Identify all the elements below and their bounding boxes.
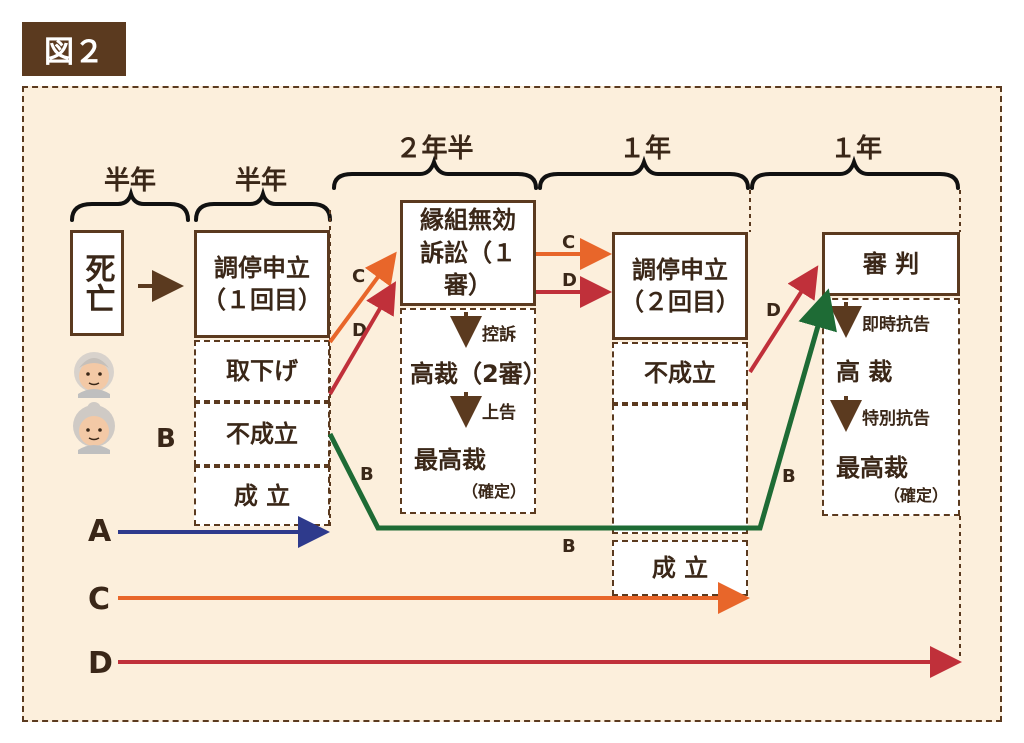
supreme-court-label-1: 最高裁 xyxy=(414,446,486,474)
stage2-success-label: 成 立 xyxy=(651,553,709,582)
mediation-1-sub: （１回目） xyxy=(202,286,322,314)
route-d-branch-1 xyxy=(328,281,397,396)
lawsuit-box: 縁組無効 訴訟（１審） xyxy=(400,200,536,306)
elderly-woman-icon xyxy=(73,402,115,454)
death-label: 死亡 xyxy=(79,253,115,313)
mediation-2-title: 調停申立 xyxy=(632,255,728,284)
confirmed-label-1: （確定） xyxy=(462,482,527,501)
mediation-2-box: 調停申立 （２回目） xyxy=(612,232,748,340)
route-c-label-small-2: C xyxy=(562,232,576,253)
death-box: 死亡 xyxy=(70,230,124,336)
elderly-man-icon xyxy=(74,352,114,398)
mediation-1-box: 調停申立 （１回目） xyxy=(194,230,330,338)
route-b-line xyxy=(327,288,837,531)
period-label-2: 半年 xyxy=(234,166,287,196)
withdraw-label: 取下げ xyxy=(226,356,298,385)
route-b-label-small-3: B xyxy=(782,466,796,487)
route-b-label-small-2: B xyxy=(562,536,576,557)
high-court-label-2: 高 裁 xyxy=(836,358,893,386)
stage2-fail-box: 不成立 xyxy=(612,342,748,404)
ruling-title: 審 判 xyxy=(862,249,920,278)
route-d-label: D xyxy=(88,646,113,681)
route-d-label-small-2: D xyxy=(562,270,577,291)
special-appeal-label: 特別抗告 xyxy=(862,409,930,429)
ruling-box: 審 判 xyxy=(822,232,960,296)
high-court-2nd-label: 高裁（2審） xyxy=(410,360,547,388)
withdraw-box: 取下げ xyxy=(194,340,330,402)
route-b-label-small-1: B xyxy=(360,464,374,485)
guide-lines xyxy=(329,190,961,660)
route-c-label: C xyxy=(88,582,111,617)
period-braces xyxy=(70,155,960,222)
stage1-success-label: 成 立 xyxy=(233,481,291,510)
route-d-label-small-3: D xyxy=(766,300,781,321)
appeal-arrows xyxy=(450,302,862,432)
final-appeal-label: 上告 xyxy=(482,403,516,423)
mediation-2-sub: （２回目） xyxy=(620,288,740,316)
mediation-1-title: 調停申立 xyxy=(214,253,310,282)
route-a-label: A xyxy=(88,514,112,549)
confirmed-label-2: （確定） xyxy=(884,486,949,505)
figure-tag: 図２ xyxy=(22,22,126,76)
period-label-5: １年 xyxy=(829,134,882,164)
stage1-fail-box: 不成立 xyxy=(194,402,330,466)
route-c-label-small-1: C xyxy=(352,266,366,287)
lawsuit-title: 縁組無効 xyxy=(420,206,516,235)
stage1-fail-label: 不成立 xyxy=(226,419,298,448)
route-b-start-label: B xyxy=(156,424,176,454)
route-c-branch-1 xyxy=(328,251,397,344)
stage2-empty-box xyxy=(612,404,748,534)
immediate-appeal-label: 即時抗告 xyxy=(862,315,930,335)
supreme-court-label-2: 最高裁 xyxy=(836,454,908,482)
route-d-branch-3 xyxy=(748,265,819,374)
stage2-fail-label: 不成立 xyxy=(644,358,716,387)
appeal-label: 控訴 xyxy=(482,325,516,345)
lawsuit-sub: 訴訟（１審） xyxy=(420,238,516,300)
